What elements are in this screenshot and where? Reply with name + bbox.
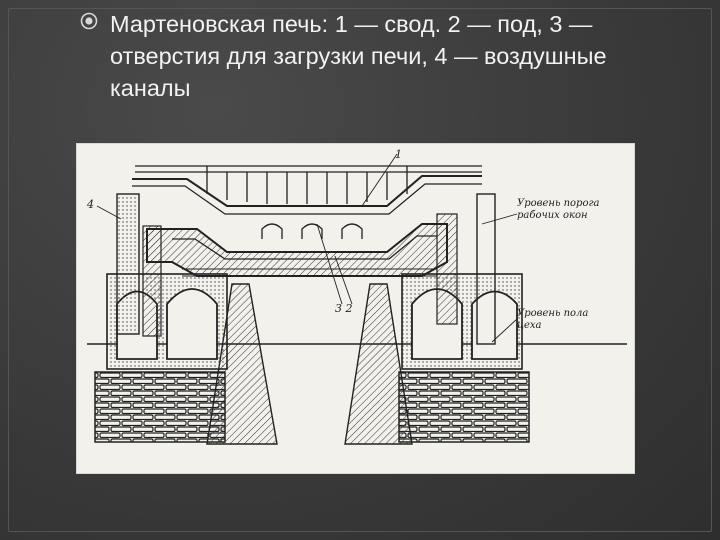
hearth (146, 223, 448, 277)
charging-openings (261, 223, 363, 239)
label-4: 4 (86, 198, 94, 211)
air-channel-left (116, 193, 140, 335)
label-1: 1 (395, 148, 402, 161)
bullet-item: Мартеновская печь: 1 — свод. 2 — под, 3 … (80, 8, 680, 104)
vault (132, 175, 482, 207)
bath (172, 235, 437, 260)
furnace-diagram: 1 4 3 2 Уровень порога рабочих окон Уров… (77, 144, 634, 473)
label-threshold-level: Уровень порога рабочих окон (517, 198, 603, 221)
bullet-circle-icon (80, 12, 98, 30)
hearth-grid (182, 268, 437, 277)
foundation-right (398, 371, 530, 443)
regenerator-right (401, 273, 523, 370)
vault-inner (132, 183, 482, 215)
roof-structure (135, 165, 482, 204)
air-channel-right-2 (476, 193, 496, 345)
label-floor-level: Уровень пола цеха (517, 308, 592, 331)
bullet-text: Мартеновская печь: 1 — свод. 2 — под, 3 … (110, 11, 607, 101)
pillar-right (344, 283, 413, 445)
foundation-left (94, 371, 226, 443)
pillar-left (206, 283, 278, 445)
label-3-2: 3 2 (335, 302, 353, 315)
furnace-drawing: 1 4 3 2 Уровень порога рабочих окон Уров… (86, 148, 627, 445)
leader-lines (96, 153, 518, 343)
